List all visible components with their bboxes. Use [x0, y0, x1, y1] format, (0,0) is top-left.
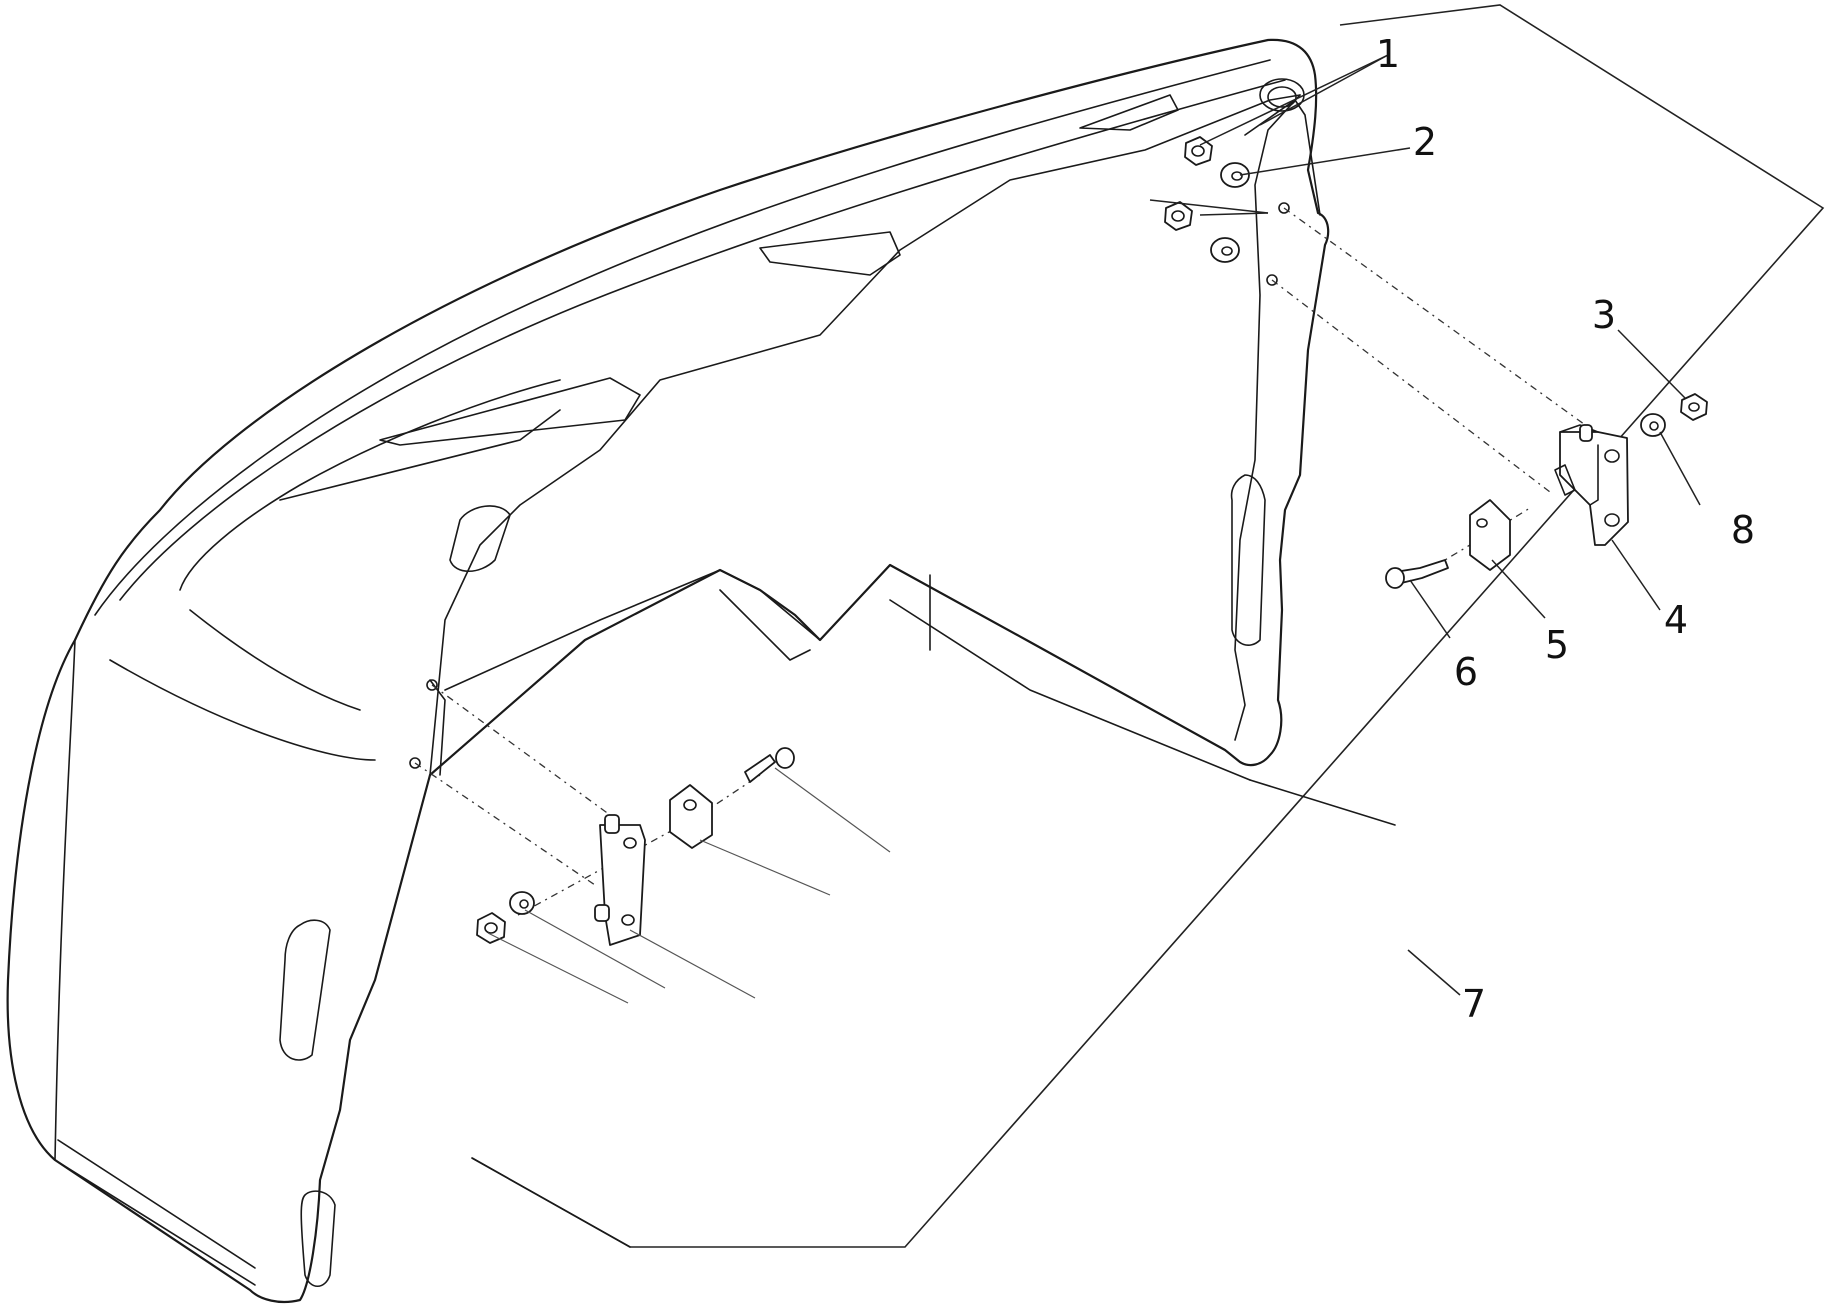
bracket-icon — [1559, 431, 1629, 546]
hex-nut-icon — [1164, 201, 1193, 231]
callout-3: 3 — [1592, 293, 1616, 337]
callout-2: 2 — [1413, 120, 1437, 164]
callout-5: 5 — [1545, 623, 1569, 667]
spacer-icon — [669, 784, 713, 849]
hex-nut-icon — [1680, 393, 1708, 421]
bolt-icon — [744, 754, 776, 783]
washer-icon — [509, 891, 535, 915]
washer-icon — [1640, 413, 1666, 437]
washer-icon — [1220, 162, 1250, 188]
callout-4: 4 — [1664, 598, 1688, 642]
hardware-left — [476, 747, 891, 1004]
washer-icon — [1210, 237, 1240, 263]
callout-8: 8 — [1731, 508, 1755, 552]
bracket-icon — [599, 824, 646, 946]
engine-cover — [6, 38, 1396, 1304]
callout-7: 7 — [1462, 982, 1486, 1026]
hex-nut-icon — [1184, 136, 1213, 166]
callout-leaders — [1149, 54, 1701, 996]
spacer-icon — [1469, 499, 1511, 571]
callout-labels: 1 2 3 8 4 5 6 7 — [1376, 32, 1755, 1026]
hardware-right — [1164, 136, 1708, 589]
callout-1: 1 — [1376, 32, 1400, 76]
assembly-axes — [414, 207, 1596, 916]
hex-nut-icon — [476, 912, 506, 944]
callout-6: 6 — [1454, 650, 1478, 694]
